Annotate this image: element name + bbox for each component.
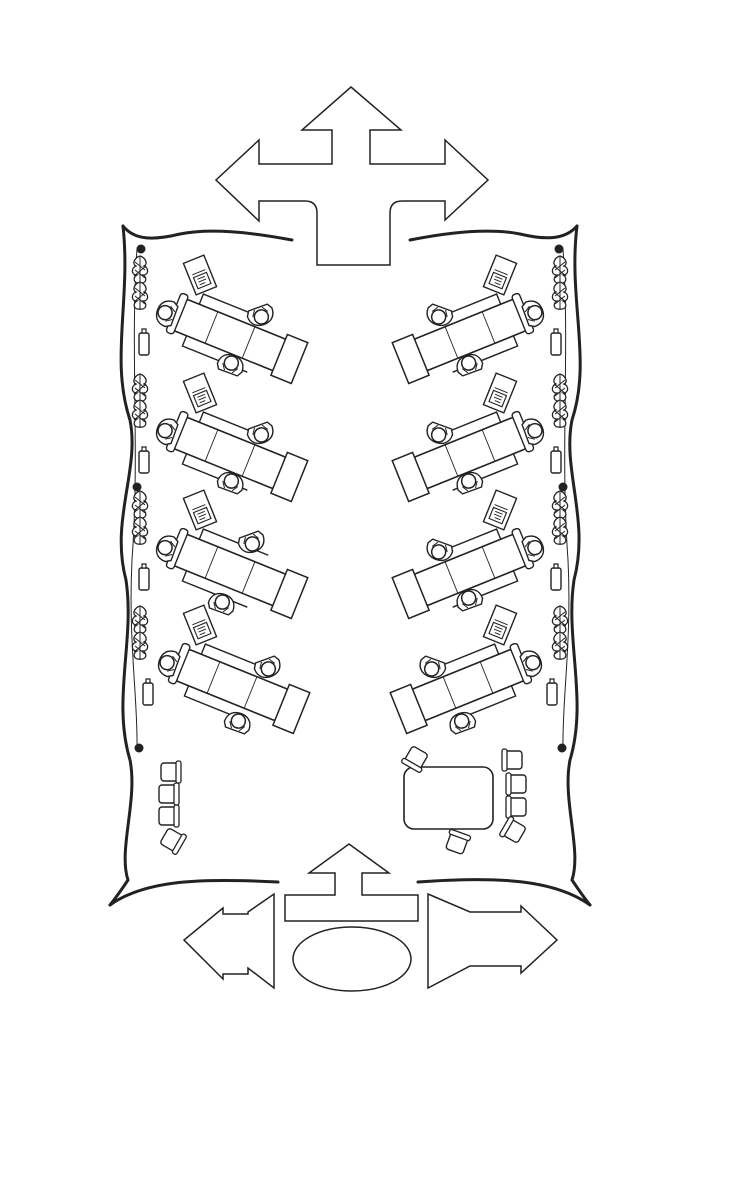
plant-icon bbox=[131, 631, 149, 661]
monitor-cart-icon bbox=[182, 372, 218, 414]
chair-icon bbox=[442, 828, 472, 856]
monitor-cart-icon bbox=[482, 254, 518, 296]
plant-icon bbox=[551, 399, 569, 429]
chair-icon bbox=[158, 804, 180, 828]
top-three-way-arrow bbox=[216, 87, 488, 265]
plant-icon bbox=[551, 605, 569, 635]
central-ellipse bbox=[293, 927, 411, 991]
plant-icon bbox=[551, 281, 569, 311]
plant-icon bbox=[131, 281, 149, 311]
bottom-left-arrow bbox=[184, 894, 274, 988]
chair-icon bbox=[498, 815, 528, 846]
oxygen-tank-icon bbox=[550, 446, 562, 474]
plant-icon bbox=[551, 516, 569, 546]
chair-icon bbox=[505, 772, 527, 796]
monitor-cart-icon bbox=[182, 254, 218, 296]
wall-lines bbox=[131, 249, 569, 748]
plant-icon bbox=[551, 255, 569, 285]
oxygen-tank-icon bbox=[138, 328, 150, 356]
left-stations bbox=[131, 254, 313, 740]
station-right-3 bbox=[389, 489, 569, 625]
plant-icon bbox=[131, 255, 149, 285]
plant-icon bbox=[131, 399, 149, 429]
station-left-2 bbox=[131, 372, 311, 508]
plant-icon bbox=[551, 631, 569, 661]
chair-icon bbox=[158, 782, 180, 806]
person-icon bbox=[235, 529, 269, 557]
monitor-cart-icon bbox=[482, 604, 518, 646]
oxygen-tank-icon bbox=[142, 678, 154, 706]
person-icon bbox=[205, 589, 239, 617]
bottom-right-arrow bbox=[428, 894, 557, 988]
plant-icon bbox=[551, 490, 569, 520]
plant-icon bbox=[131, 605, 149, 635]
waiting-chairs-left bbox=[158, 760, 188, 856]
station-left-3 bbox=[131, 489, 311, 625]
chair-icon bbox=[160, 760, 182, 784]
right-stations bbox=[387, 254, 569, 740]
chair-icon bbox=[505, 795, 527, 819]
monitor-cart-icon bbox=[482, 372, 518, 414]
oxygen-tank-icon bbox=[138, 563, 150, 591]
station-right-1 bbox=[389, 254, 569, 390]
reception-area bbox=[400, 744, 528, 856]
chair-icon bbox=[158, 825, 188, 856]
station-left-4 bbox=[131, 604, 313, 740]
plant-icon bbox=[131, 490, 149, 520]
monitor-cart-icon bbox=[482, 489, 518, 531]
desk-table-icon bbox=[404, 767, 493, 829]
chair-icon bbox=[501, 748, 523, 772]
station-right-2 bbox=[389, 372, 569, 508]
oxygen-tank-icon bbox=[550, 328, 562, 356]
oxygen-tank-icon bbox=[550, 563, 562, 591]
station-right-4 bbox=[387, 604, 569, 740]
oxygen-tank-icon bbox=[138, 446, 150, 474]
plant-icon bbox=[131, 516, 149, 546]
stretcher-icon bbox=[162, 520, 311, 625]
plant-icon bbox=[551, 373, 569, 403]
oxygen-tank-icon bbox=[546, 678, 558, 706]
monitor-cart-icon bbox=[182, 489, 218, 531]
station-left-1 bbox=[131, 254, 311, 390]
tent-wall bbox=[110, 226, 590, 905]
bottom-up-arrow bbox=[285, 844, 418, 921]
monitor-cart-icon bbox=[182, 604, 218, 646]
plant-icon bbox=[131, 373, 149, 403]
